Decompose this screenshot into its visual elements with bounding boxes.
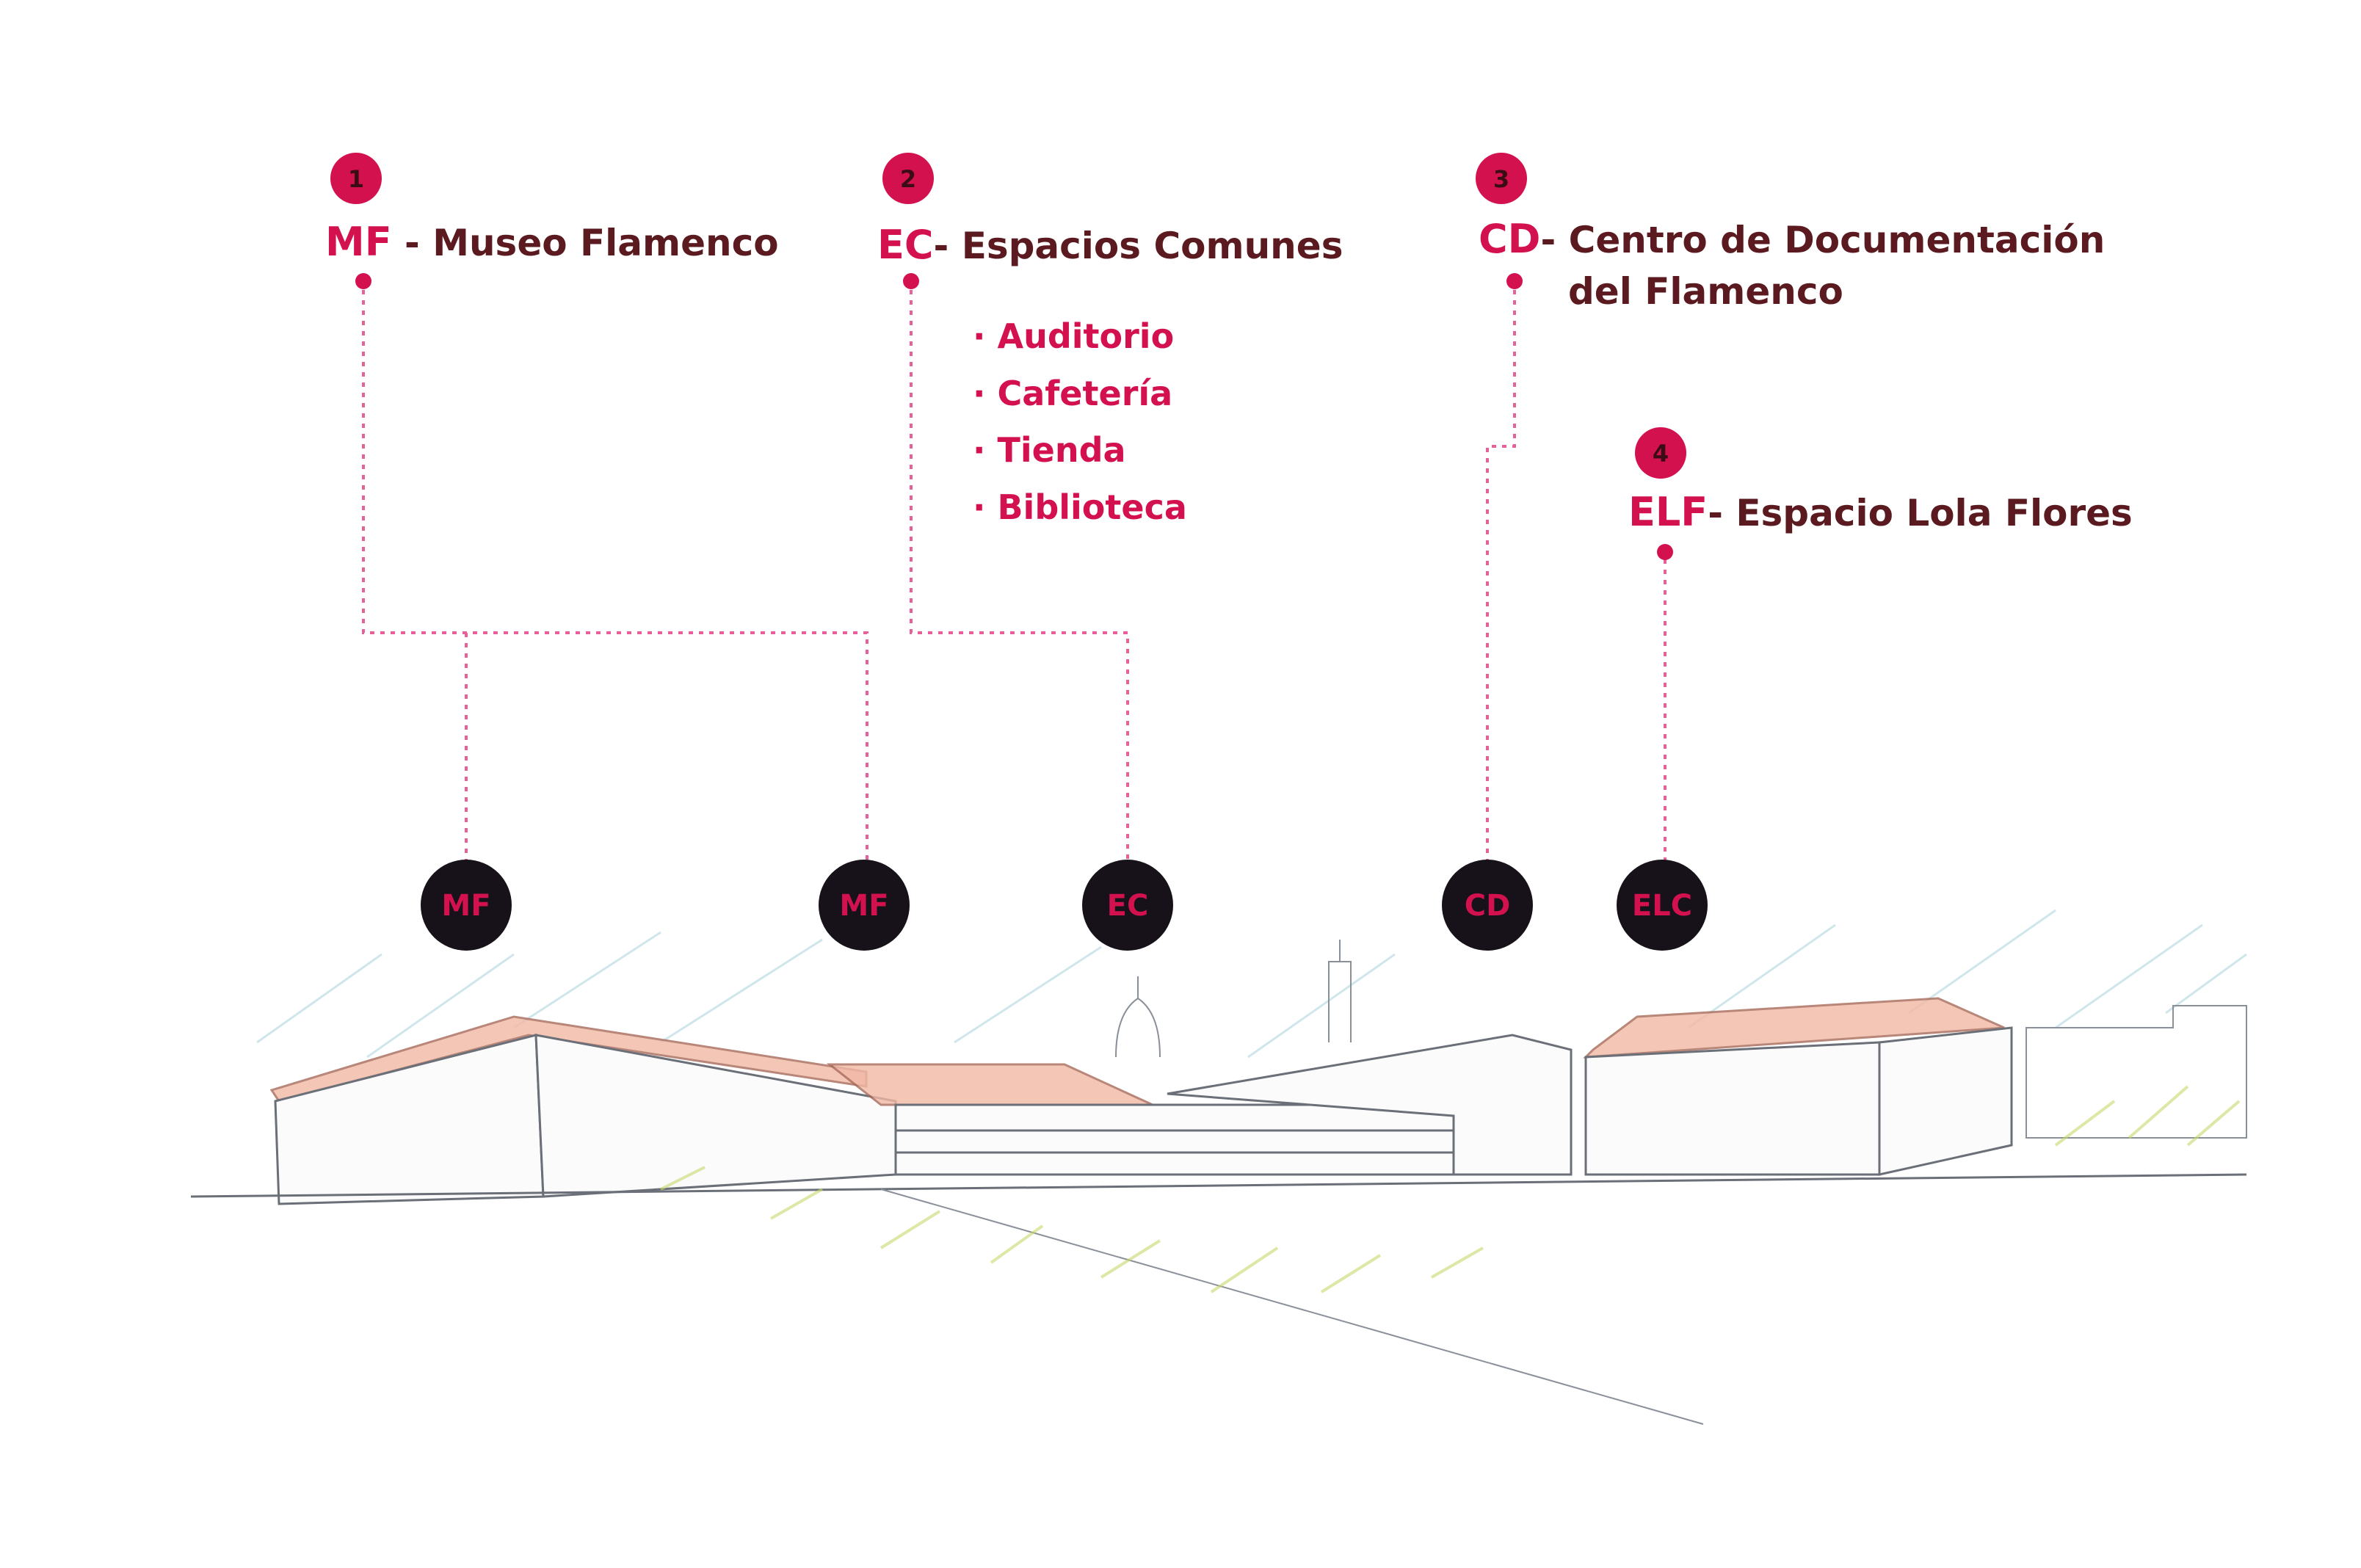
wall-lola-left (1584, 1041, 1881, 1176)
legend-espacios-comunes: 2 EC- Espacios Comunes · Auditorio · Caf… (877, 153, 1343, 527)
marker-cd: CD (1442, 860, 1533, 951)
number-badge (882, 153, 934, 204)
legend-museo-flamenco: 1 MF - Museo Flamenco (325, 153, 779, 289)
roof-lola-flores (1583, 997, 2005, 1059)
badge-number: 1 (348, 165, 364, 193)
svg-text:MF: MF (839, 889, 888, 923)
building-sketch (190, 909, 2247, 1425)
centro-documentacion (1167, 1034, 1573, 1176)
anchor-dot (355, 273, 371, 289)
svg-text:CD: CD (1465, 889, 1511, 923)
sub-item-tienda: · Tienda (973, 430, 1126, 470)
svg-text:MF: MF (441, 889, 490, 923)
legend-name: Museo Flamenco (432, 222, 778, 264)
background-skyline (1115, 940, 1352, 1058)
badge-number: 4 (1653, 440, 1669, 468)
legend-code: EC (877, 222, 934, 268)
legend-name-line1: Centro de Documentación (1569, 219, 2106, 261)
legend-separator: - (392, 222, 433, 264)
legend-centro-documentacion: 3 CD- Centro de Documentación del Flamen… (1476, 153, 2105, 313)
number-badge (1635, 427, 1686, 479)
legend-title: MF - Museo Flamenco (325, 219, 779, 265)
number-badge (330, 153, 382, 204)
sky-hatching (256, 909, 2247, 1059)
sub-item-cafeteria: · Cafetería (973, 374, 1172, 413)
ground-line (190, 1173, 2247, 1198)
marker-mf-2: MF (819, 860, 910, 951)
number-badge (1476, 153, 1527, 204)
anchor-dot (903, 273, 919, 289)
badge-number: 3 (1493, 165, 1509, 193)
legend-separator: - (934, 225, 962, 267)
legend-title: CD- Centro de Documentación (1479, 216, 2105, 262)
legend-code: ELF (1628, 489, 1708, 535)
legend-name: Espacios Comunes (962, 225, 1343, 267)
legend-separator: - (1708, 492, 1736, 534)
legend-title: EC- Espacios Comunes (877, 222, 1343, 268)
wall-lola-right (1878, 1026, 2013, 1176)
neighbor-buildings (2025, 1005, 2247, 1139)
marker-elc: ELC (1617, 860, 1708, 951)
legend-name-line2: del Flamenco (1568, 270, 1843, 313)
roof-middle (826, 1063, 1153, 1106)
legend-title: ELF- Espacio Lola Flores (1628, 489, 2133, 535)
svg-text:ELC: ELC (1632, 889, 1692, 923)
legend-name: Espacio Lola Flores (1736, 492, 2132, 534)
sub-item-auditorio: · Auditorio (973, 316, 1174, 356)
legend-separator: - (1540, 219, 1568, 261)
path-line (880, 1188, 1704, 1425)
building-markers: MF MF EC CD ELC (421, 860, 1708, 951)
vegetation (660, 1085, 2241, 1293)
legend-code: CD (1479, 216, 1540, 262)
anchor-dot (1506, 273, 1523, 289)
anchor-dot (1657, 544, 1673, 560)
sub-item-biblioteca: · Biblioteca (973, 487, 1187, 527)
svg-text:EC: EC (1107, 889, 1149, 923)
marker-mf-1: MF (421, 860, 512, 951)
legend-code: MF (325, 219, 392, 265)
marker-ec: EC (1082, 860, 1173, 951)
glass-pavilion (894, 1103, 1455, 1176)
legend-espacio-lola-flores: 4 ELF- Espacio Lola Flores (1628, 427, 2133, 560)
leader-lines (362, 290, 1667, 863)
badge-number: 2 (900, 165, 916, 193)
